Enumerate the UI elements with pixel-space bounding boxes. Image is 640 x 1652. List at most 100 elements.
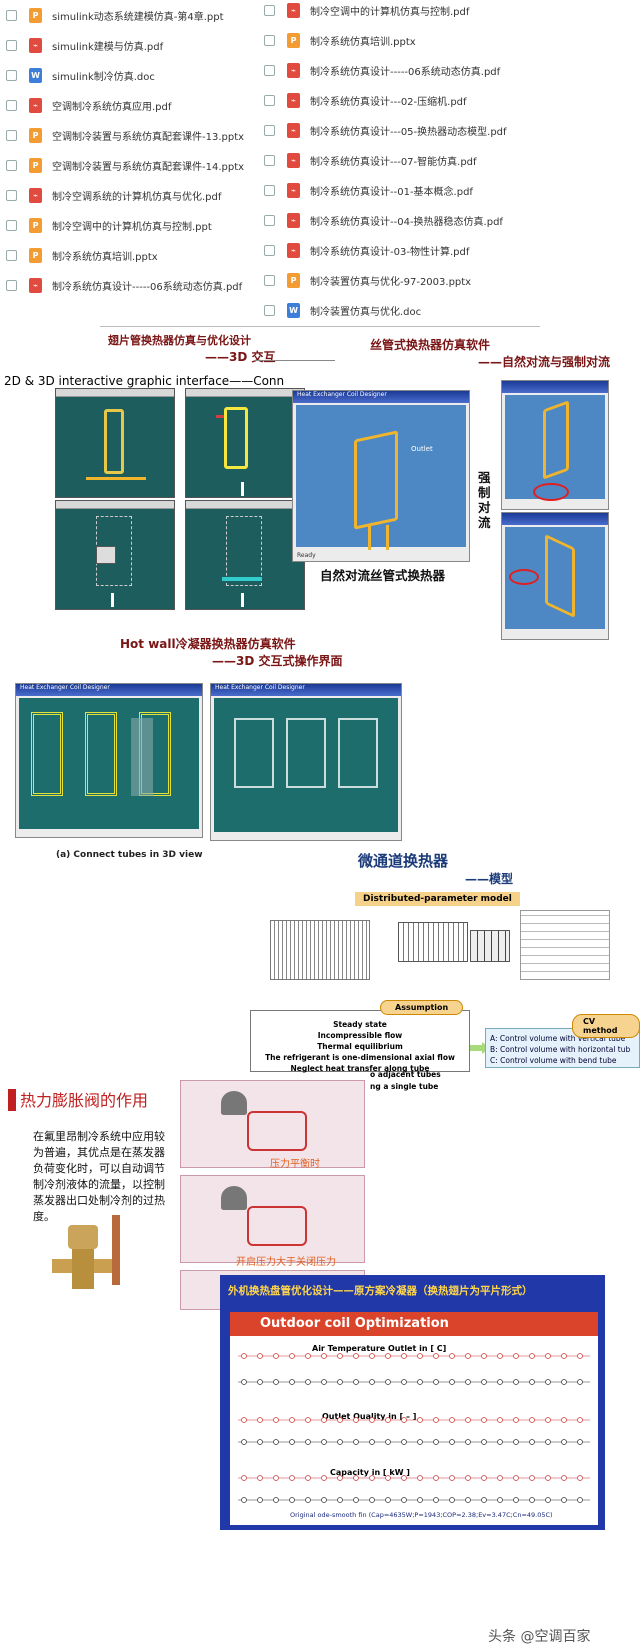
file-row[interactable]: ⌁制冷空调系统的计算机仿真与优化.pdf — [6, 180, 306, 210]
file-name[interactable]: 制冷装置仿真与优化-97-2003.pptx — [310, 276, 472, 288]
watermark-2: 头条 @空调百家 — [488, 1629, 591, 1645]
checkbox[interactable] — [264, 244, 275, 256]
ppt-file-icon: P — [29, 217, 42, 233]
file-row[interactable]: ⌁制冷系统仿真设计---07-智能仿真.pdf — [264, 145, 564, 175]
file-name[interactable]: 制冷系统仿真设计--04-换热器稳态仿真.pdf — [310, 216, 503, 228]
node-circle — [305, 1353, 311, 1359]
node-circle — [481, 1379, 487, 1385]
file-row[interactable]: ⌁制冷系统仿真设计-----06系统动态仿真.pdf — [6, 270, 306, 300]
file-name[interactable]: 空调制冷装置与系统仿真配套课件-13.pptx — [52, 131, 245, 143]
ppt-file-icon: P — [29, 247, 42, 263]
node-circle — [561, 1439, 567, 1445]
node-circle — [321, 1475, 327, 1481]
node-circle — [241, 1497, 247, 1503]
node-circle — [385, 1475, 391, 1481]
cv-label: CV method — [572, 1014, 640, 1038]
node-circle — [529, 1353, 535, 1359]
checkbox[interactable] — [6, 9, 17, 21]
file-name[interactable]: simulink建模与仿真.pdf — [52, 41, 164, 53]
file-row[interactable]: ⌁制冷系统仿真设计---02-压缩机.pdf — [264, 85, 564, 115]
node-circle — [529, 1379, 535, 1385]
slide-footer: Original ode-smooth fin (Cap=4635W;P=194… — [290, 1511, 553, 1519]
checkbox[interactable] — [6, 279, 17, 291]
file-name[interactable]: 制冷系统仿真设计---05-换热器动态模型.pdf — [310, 126, 507, 138]
checkbox[interactable] — [264, 34, 275, 46]
file-name[interactable]: 制冷空调中的计算机仿真与控制.ppt — [52, 221, 212, 233]
node-circle — [449, 1439, 455, 1445]
slide-header: 外机换热盘管优化设计——原方案冷凝器（换热翅片为平片形式） — [228, 1285, 533, 1297]
node-circle — [417, 1417, 423, 1423]
pdf-file-icon: ⌁ — [29, 37, 42, 53]
node-circle — [385, 1417, 391, 1423]
checkbox[interactable] — [264, 4, 275, 16]
node-circle — [529, 1475, 535, 1481]
node-circle — [545, 1497, 551, 1503]
checkbox[interactable] — [264, 64, 275, 76]
file-name[interactable]: 制冷空调中的计算机仿真与控制.pdf — [310, 6, 470, 18]
pdf-file-icon: ⌁ — [287, 122, 300, 138]
valve-diagram-1 — [180, 1080, 365, 1168]
node-circle — [513, 1439, 519, 1445]
file-row[interactable]: ⌁ 制冷系统仿真设计---05-换热器动态模型.pdf — [264, 115, 564, 145]
file-row[interactable]: ⌁制冷系统仿真设计-----06系统动态仿真.pdf — [264, 55, 564, 85]
checkbox[interactable] — [6, 189, 17, 201]
checkbox[interactable] — [6, 69, 17, 81]
forced-window-bottom — [501, 512, 609, 640]
node-circle — [513, 1417, 519, 1423]
checkbox[interactable] — [264, 274, 275, 286]
checkbox[interactable] — [6, 99, 17, 111]
checkbox[interactable] — [264, 304, 275, 316]
cv-diagram — [520, 910, 610, 980]
checkbox[interactable] — [264, 124, 275, 136]
file-name[interactable]: simulink动态系统建模仿真-第4章.ppt — [52, 11, 224, 23]
checkbox[interactable] — [6, 249, 17, 261]
file-name[interactable]: 制冷系统仿真设计--01-基本概念.pdf — [310, 186, 473, 198]
file-name[interactable]: simulink制冷仿真.doc — [52, 71, 155, 83]
checkbox[interactable] — [264, 94, 275, 106]
ready-status: Ready — [297, 552, 316, 559]
file-name[interactable]: 空调制冷系统仿真应用.pdf — [52, 101, 172, 113]
file-row[interactable]: ⌁制冷空调中的计算机仿真与控制.pdf — [264, 0, 564, 25]
file-row[interactable]: ⌁空调制冷系统仿真应用.pdf — [6, 90, 306, 120]
model-label: Distributed-parameter model — [355, 892, 520, 906]
checkbox[interactable] — [264, 184, 275, 196]
file-name[interactable]: 制冷系统仿真设计-----06系统动态仿真.pdf — [310, 66, 501, 78]
tube-diagram — [398, 922, 468, 962]
file-name[interactable]: 制冷系统仿真培训.pptx — [52, 251, 158, 263]
file-row[interactable]: ⌁制冷系统仿真设计--01-基本概念.pdf — [264, 175, 564, 205]
wire-subtitle: ——自然对流与强制对流 — [478, 355, 611, 369]
file-row[interactable]: P 制冷空调中的计算机仿真与控制.ppt — [6, 210, 306, 240]
assumption-label: Assumption — [380, 1000, 464, 1015]
section-microchannel: 微通道换热器 ——模型 Distributed-parameter model … — [0, 830, 640, 1091]
checkbox[interactable] — [6, 159, 17, 171]
checkbox[interactable] — [6, 219, 17, 231]
checkbox[interactable] — [264, 154, 275, 166]
file-name[interactable]: 空调制冷装置与系统仿真配套课件-14.pptx — [52, 161, 245, 173]
checkbox[interactable] — [6, 129, 17, 141]
node-circle — [273, 1497, 279, 1503]
file-row[interactable]: ⌁制冷系统仿真设计-03-物性计算.pdf — [264, 235, 564, 265]
file-name[interactable]: 制冷系统仿真设计-03-物性计算.pdf — [310, 246, 470, 258]
file-row[interactable]: ⌁制冷系统仿真设计--04-换热器稳态仿真.pdf — [264, 205, 564, 235]
file-name[interactable]: 制冷装置仿真与优化.doc — [310, 306, 422, 318]
node-circle — [417, 1353, 423, 1359]
file-name[interactable]: 制冷系统仿真设计-----06系统动态仿真.pdf — [52, 281, 243, 293]
file-name[interactable]: 制冷系统仿真培训.pptx — [310, 36, 416, 48]
file-row[interactable]: ⌁ simulink建模与仿真.pdf — [6, 30, 306, 60]
file-name[interactable]: 制冷系统仿真设计---02-压缩机.pdf — [310, 96, 467, 108]
node-circle — [481, 1475, 487, 1481]
valve-body: 在氟里昂制冷系统中应用较为普遍，其优点是在蒸发器负荷变化时，可以自动调节制冷剂液… — [33, 1130, 165, 1223]
checkbox[interactable] — [264, 214, 275, 226]
file-name[interactable]: 制冷空调系统的计算机仿真与优化.pdf — [52, 191, 222, 203]
checkbox[interactable] — [6, 39, 17, 51]
file-name[interactable]: 制冷系统仿真设计---07-智能仿真.pdf — [310, 156, 477, 168]
file-row[interactable]: P 制冷系统仿真培训.pptx — [6, 240, 306, 270]
